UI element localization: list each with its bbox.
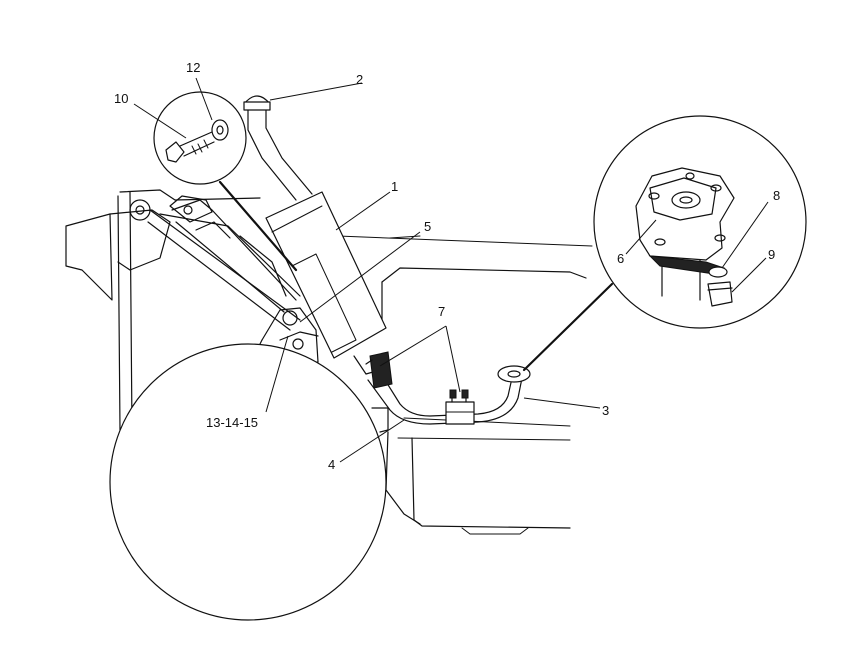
callout-10: 10 [114,91,129,106]
callout-13-14-15: 13-14-15 [206,415,259,430]
detail-circle-bolt [153,91,298,272]
detail-circle-flange [522,115,807,372]
wheel [109,343,387,621]
leader-lines [133,77,769,463]
callout-2: 2 [356,72,364,87]
fuel-pipe [365,351,531,425]
callout-3: 3 [602,403,610,418]
callout-4: 4 [328,457,336,472]
callout-6: 6 [617,251,625,266]
callout-12: 12 [186,60,201,75]
callout-7: 7 [438,304,446,319]
callout-9: 9 [768,247,776,262]
callout-5: 5 [424,219,432,234]
callout-8: 8 [773,188,781,203]
linkage-arms [129,195,319,367]
vehicle-body [65,189,593,535]
callout-1: 1 [391,179,399,194]
